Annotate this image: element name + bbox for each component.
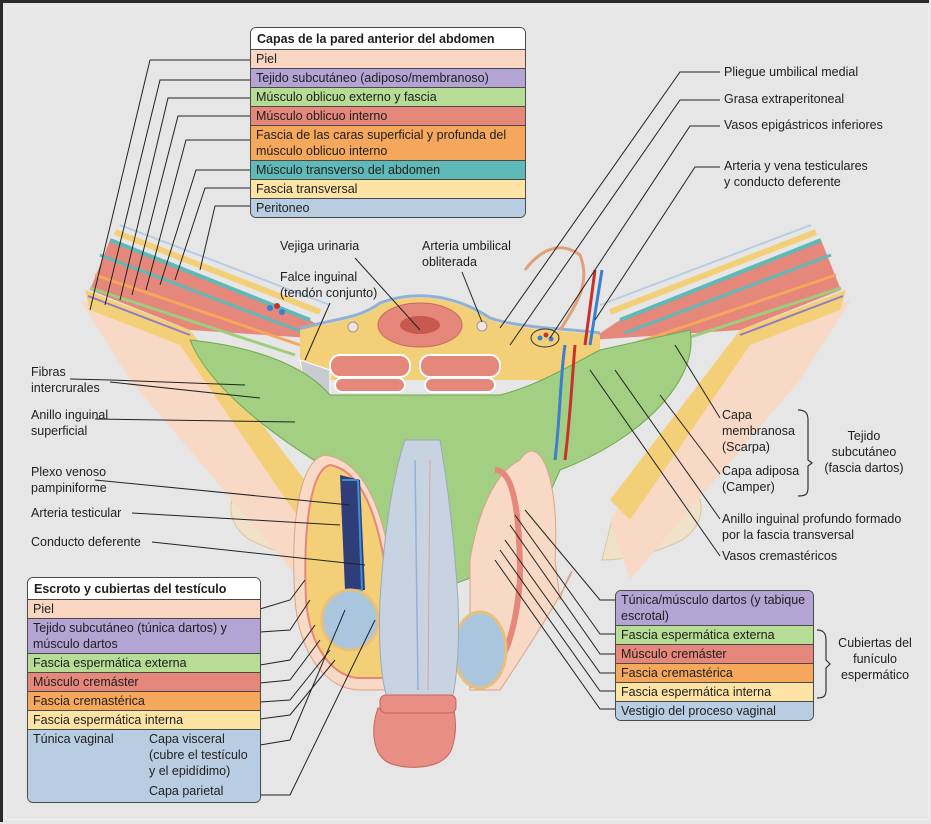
label-line-2: superficial xyxy=(31,424,88,438)
tunica-parietal-label: Capa parietal xyxy=(149,784,224,798)
label-grasa-extraperitoneal: Grasa extraperitoneal xyxy=(724,92,845,106)
legend-row-piel: Piel xyxy=(28,600,260,619)
legend-abdominal-wall-title: Capas de la pared anterior del abdomen xyxy=(251,28,525,50)
legend-row-tejido-subcutaneo: Tejido subcutáneo (adiposo/membranoso) xyxy=(251,69,525,88)
label-vejiga-urinaria: Vejiga urinaria xyxy=(280,239,360,253)
brace-tejido-subcutaneo xyxy=(797,409,813,497)
label-line-2: (tendón conjunto) xyxy=(280,286,378,300)
label-line-1: Arteria umbilical xyxy=(422,239,511,253)
legend-row-oblicuo-interno: Músculo oblicuo interno xyxy=(251,107,525,126)
legend-row-fascia-esp-interna: Fascia espermática interna xyxy=(616,683,813,702)
legend-row-fascia-esp-externa: Fascia espermática externa xyxy=(616,626,813,645)
abdominal-wall-left-skin xyxy=(80,300,320,580)
testis-right xyxy=(452,610,508,690)
legend-row-proceso-vaginal: Vestigio del proceso vaginal xyxy=(616,702,813,720)
label-anillo-inguinal-superficial: Anillo inguinal superficial xyxy=(31,407,108,439)
legend-row-fascia-oblicuo-interno: Fascia de las caras superficial y profun… xyxy=(251,126,525,161)
inferior-epigastric-vessels xyxy=(530,328,560,348)
legend-row-fascia-esp-externa: Fascia espermática externa xyxy=(28,654,260,673)
label-arteria-vena-testiculares: Arteria y vena testiculares y conducto d… xyxy=(724,158,868,190)
label-vasos-cremastericos: Vasos cremastéricos xyxy=(722,549,838,563)
label-arteria-umbilical: Arteria umbilical obliterada xyxy=(422,238,511,270)
label-line-1: Anillo inguinal profundo formado xyxy=(722,512,902,526)
legend-row-fascia-cremasterica: Fascia cremastérica xyxy=(616,664,813,683)
leader-lines xyxy=(69,59,721,796)
legend-row-transverso: Músculo transverso del abdomen xyxy=(251,161,525,180)
legend-scrotum-title: Escroto y cubiertas del testículo xyxy=(28,578,260,600)
legend-row-tunica-dartos: Tejido subcutáneo (túnica dartos) y músc… xyxy=(28,619,260,654)
label-capa-membranosa: Capa membranosa (Scarpa) xyxy=(722,408,795,454)
label-pliegue-umbilical: Pliegue umbilical medial xyxy=(724,65,859,79)
label-cubiertas-funiculo: Cubiertas del funículo espermático xyxy=(838,636,912,682)
label-vasos-epigastricos: Vasos epigástricos inferiores xyxy=(724,118,883,132)
muscle-layers-right xyxy=(590,224,844,357)
label-conducto-deferente: Conducto deferente xyxy=(31,535,141,549)
label-line-1: Fibras xyxy=(31,365,66,379)
testis-left xyxy=(320,588,380,652)
label-fibras-intercrurales: Fibras intercrurales xyxy=(31,364,100,396)
label-anillo-inguinal-profundo: Anillo inguinal profundo formado por la … xyxy=(722,511,901,543)
label-line-2: intercrurales xyxy=(31,381,100,395)
label-tejido-subcutaneo: Tejido subcutáneo (fascia dartos) xyxy=(824,429,904,475)
legend-scrotum: Escroto y cubiertas del testículo Piel T… xyxy=(27,577,261,803)
legend-row-tunica-dartos: Túnica/músculo dartos (y tabique escrota… xyxy=(616,591,813,626)
label-line-2: por la fascia transversal xyxy=(722,528,855,542)
tunica-vaginal-label: Túnica vaginal xyxy=(33,732,114,746)
legend-row-tunica-vaginal: Túnica vaginal Capa visceral (cubre el t… xyxy=(28,730,260,802)
obliterated-umbilical-artery xyxy=(476,320,488,332)
brace-cubiertas xyxy=(816,629,831,699)
label-line-1: Arteria y vena testiculares xyxy=(724,159,868,173)
legend-spermatic-cord: Túnica/músculo dartos (y tabique escrota… xyxy=(615,590,814,721)
label-falce-inguinal: Falce inguinal (tendón conjunto) xyxy=(280,269,377,301)
penis-glans xyxy=(373,704,456,768)
rectus-muscle-left xyxy=(329,354,411,378)
legend-row-fascia-transversal: Fascia transversal xyxy=(251,180,525,199)
tunica-visceral-label: Capa visceral (cubre el testículo y el e… xyxy=(149,732,248,778)
legend-row-cremaster: Músculo cremáster xyxy=(28,673,260,692)
legend-abdominal-wall: Capas de la pared anterior del abdomen P… xyxy=(250,27,526,218)
label-line-2: pampiniforme xyxy=(31,481,107,495)
legend-row-fascia-esp-interna: Fascia espermática interna xyxy=(28,711,260,730)
rectus-muscle-right xyxy=(419,354,501,378)
legend-row-peritoneo: Peritoneo xyxy=(251,199,525,217)
label-line-2: obliterada xyxy=(422,255,477,269)
peritoneum-line xyxy=(299,294,601,335)
legend-row-piel: Piel xyxy=(251,50,525,69)
label-line-2: y conducto deferente xyxy=(724,175,841,189)
label-capa-adiposa: Capa adiposa (Camper) xyxy=(722,464,800,494)
label-line-1: Plexo venoso xyxy=(31,465,107,479)
label-plexo-venoso: Plexo venoso pampiniforme xyxy=(31,464,107,496)
figure-inner-border xyxy=(5,6,929,820)
abdominal-wall-right-skin xyxy=(610,300,851,580)
label-arteria-testicular: Arteria testicular xyxy=(31,506,122,520)
abdominal-wall-right-fat xyxy=(610,290,846,520)
abdominal-wall-left-fat xyxy=(85,290,320,520)
testicular-vessels-right xyxy=(523,246,586,331)
legend-row-fascia-cremasterica: Fascia cremastérica xyxy=(28,692,260,711)
label-line-1: Falce inguinal xyxy=(280,270,358,284)
label-line-1: Anillo inguinal xyxy=(31,408,109,422)
legend-row-oblicuo-externo: Músculo oblicuo externo y fascia xyxy=(251,88,525,107)
penis-corona xyxy=(379,694,457,714)
legend-row-cremaster: Músculo cremáster xyxy=(616,645,813,664)
